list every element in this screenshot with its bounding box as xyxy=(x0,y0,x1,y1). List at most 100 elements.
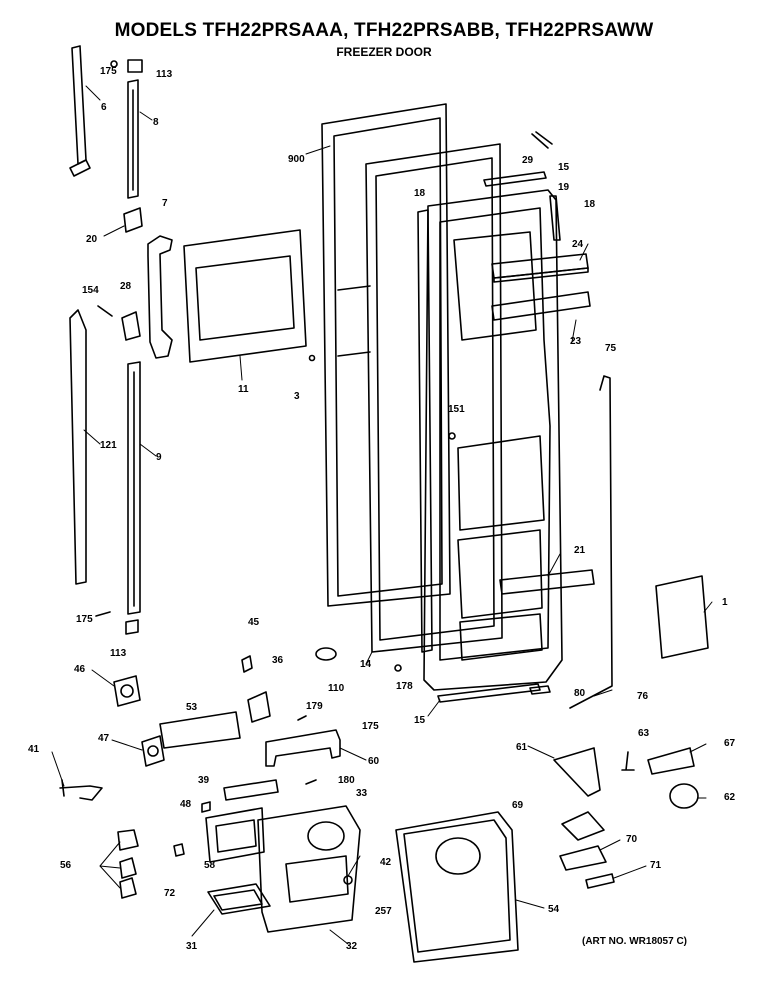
part-69 xyxy=(561,811,605,841)
callout-110: 110 xyxy=(328,683,345,694)
callout-7: 7 xyxy=(162,198,168,209)
part-48 xyxy=(201,801,211,813)
callout-71: 71 xyxy=(650,860,662,871)
parts-56 xyxy=(117,829,139,899)
callout-23: 23 xyxy=(570,336,582,347)
callout-80: 80 xyxy=(574,688,586,699)
callout-154: 154 xyxy=(82,285,99,296)
part-41 xyxy=(59,779,103,801)
trim-15-top xyxy=(483,171,547,187)
callout-180: 180 xyxy=(338,775,355,786)
callout-31: 31 xyxy=(186,941,198,952)
part-72 xyxy=(173,843,185,857)
callout-39: 39 xyxy=(198,775,210,786)
callout-75: 75 xyxy=(605,343,617,354)
strip-18 xyxy=(417,209,433,653)
callout-175-dispenser: 175 xyxy=(362,721,379,732)
callout-178: 178 xyxy=(396,681,413,692)
housing-58 xyxy=(205,807,265,863)
callout-53: 53 xyxy=(186,702,198,713)
panel-11 xyxy=(183,229,307,363)
callout-41: 41 xyxy=(28,744,40,755)
callout-151: 151 xyxy=(448,404,465,415)
diagram-subtitle: FREEZER DOOR xyxy=(336,45,432,59)
callout-121: 121 xyxy=(100,440,117,451)
callout-33: 33 xyxy=(356,788,368,799)
small-fittings xyxy=(95,59,143,635)
callout-47: 47 xyxy=(98,733,110,744)
art-number: (ART NO. WR18057 C) xyxy=(582,936,688,947)
callout-70: 70 xyxy=(626,834,638,845)
callout-113: 113 xyxy=(156,69,173,80)
shelf-24 xyxy=(491,253,589,283)
shelf-23 xyxy=(491,291,591,321)
callout-54: 54 xyxy=(548,904,560,915)
callout-56: 56 xyxy=(60,860,72,871)
callout-15: 15 xyxy=(558,162,570,173)
cover-54 xyxy=(395,811,519,963)
dispenser-housing-32 xyxy=(257,805,361,933)
callout-67: 67 xyxy=(724,738,736,749)
leader-lines xyxy=(51,85,713,945)
part-80 xyxy=(529,685,551,695)
rod-75 xyxy=(569,375,613,709)
callout-113-lower: 113 xyxy=(110,648,127,659)
shelf-21 xyxy=(499,569,595,595)
callout-175-lower: 175 xyxy=(76,614,93,625)
callout-6: 6 xyxy=(101,102,107,113)
callout-69: 69 xyxy=(512,800,524,811)
callout-63: 63 xyxy=(638,728,650,739)
callout-36: 36 xyxy=(272,655,284,666)
bracket-60 xyxy=(265,729,341,767)
part-67 xyxy=(647,747,695,775)
strip-18-right xyxy=(549,195,561,241)
diagram-title: MODELS TFH22PRSAAA, TFH22PRSABB, TFH22PR… xyxy=(114,20,654,41)
gasket-14 xyxy=(365,143,503,653)
callout-32: 32 xyxy=(346,941,358,952)
part-71 xyxy=(585,873,615,889)
callout-24: 24 xyxy=(572,239,584,250)
callout-8: 8 xyxy=(153,117,159,128)
callout-21: 21 xyxy=(574,545,586,556)
trim-strip-6 xyxy=(69,45,91,177)
callout-45: 45 xyxy=(248,617,260,628)
callout-18: 18 xyxy=(414,188,426,199)
tray-31 xyxy=(207,883,271,915)
trim-strip-9 xyxy=(127,361,141,615)
handle-7 xyxy=(147,235,173,359)
part-39 xyxy=(223,779,279,801)
inner-liner xyxy=(423,189,563,691)
callout-11: 11 xyxy=(238,384,249,395)
screw-180 xyxy=(305,779,317,785)
part-47 xyxy=(141,735,165,767)
callout-76: 76 xyxy=(637,691,649,702)
knob-46 xyxy=(113,675,141,707)
callout-15-lower: 15 xyxy=(414,715,426,726)
clip-45 xyxy=(241,655,253,673)
callout-60: 60 xyxy=(368,756,380,767)
part-63 xyxy=(621,751,635,771)
cap-110 xyxy=(315,647,337,661)
callout-62: 62 xyxy=(724,792,736,803)
callout-18-right: 18 xyxy=(584,199,596,210)
screw-151 xyxy=(448,432,456,440)
callout-72: 72 xyxy=(164,888,176,899)
callout-61: 61 xyxy=(516,742,528,753)
screw-178 xyxy=(394,664,402,672)
callout-29: 29 xyxy=(522,155,534,166)
callout-28: 28 xyxy=(120,281,132,292)
plate-53 xyxy=(159,711,241,749)
callout-3: 3 xyxy=(294,391,300,402)
outer-door-900 xyxy=(321,103,451,607)
callout-9: 9 xyxy=(156,452,162,463)
ring-62 xyxy=(669,783,699,809)
callout-900: 900 xyxy=(288,154,305,165)
callout-1: 1 xyxy=(722,597,728,608)
part-70 xyxy=(559,845,607,871)
callout-14: 14 xyxy=(360,659,372,670)
callout-46: 46 xyxy=(74,664,86,675)
callout-20: 20 xyxy=(86,234,98,245)
callout-179: 179 xyxy=(306,701,323,712)
callout-42: 42 xyxy=(380,857,392,868)
